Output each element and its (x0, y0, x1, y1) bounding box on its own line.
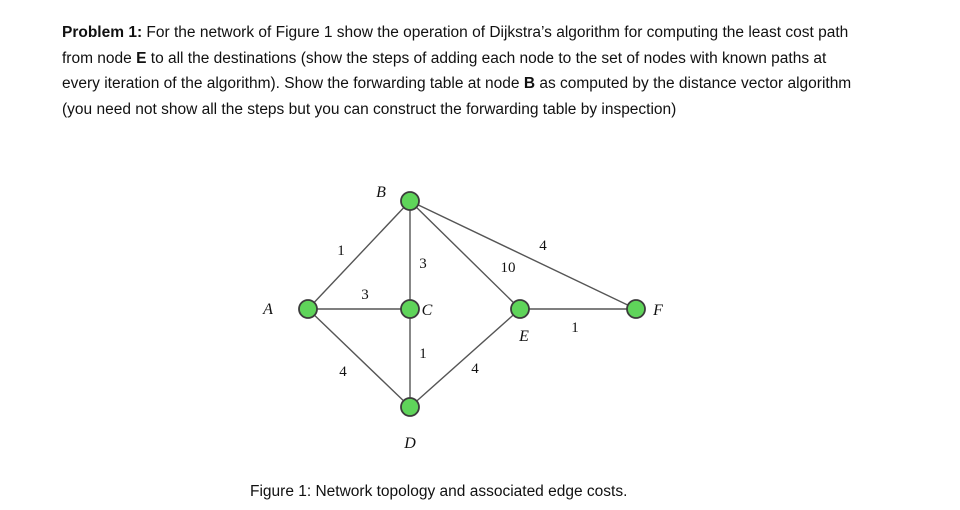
edge-cost-b-f: 4 (539, 238, 547, 254)
figure-caption: Figure 1: Network topology and associate… (250, 483, 628, 500)
problem-text-2: to all the destinations (show the steps … (62, 49, 827, 93)
node-label-c: C (422, 302, 433, 319)
edge-cost-e-f: 1 (571, 320, 579, 336)
edge-cost-d-e: 4 (471, 361, 479, 377)
problem-node-e: E (136, 49, 147, 67)
edge-cost-a-c: 3 (361, 287, 369, 303)
node-label-e: E (518, 328, 529, 345)
edge-d-e (409, 308, 521, 408)
edge-cost-b-c: 3 (419, 256, 427, 272)
edge-cost-c-d: 1 (419, 346, 427, 362)
node-b (400, 191, 420, 211)
edge-cost-a-b: 1 (337, 243, 345, 259)
node-a (298, 299, 318, 319)
node-label-f: F (652, 302, 663, 319)
node-label-d: D (403, 435, 416, 452)
node-label-b: B (376, 184, 386, 201)
edge-b-f (409, 200, 637, 310)
problem-text-3: as computed by the distance vector algor… (62, 75, 852, 118)
problem-node-b: B (523, 75, 536, 93)
problem-label: Problem 1: (62, 24, 143, 41)
node-d (400, 397, 420, 417)
node-f (626, 299, 646, 319)
node-e (510, 299, 530, 319)
edge-a-b (307, 200, 411, 310)
edge-cost-a-d: 4 (339, 364, 347, 380)
edge-b-e (409, 200, 521, 310)
problem-text-1: For the network of Figure 1 show the ope… (62, 24, 849, 67)
edge-cost-b-e: 10 (501, 260, 516, 276)
edge-a-d (307, 308, 411, 408)
node-c (400, 299, 420, 319)
problem-statement: Problem 1: For the network of Figure 1 s… (62, 20, 862, 122)
node-label-a: A (262, 301, 273, 318)
